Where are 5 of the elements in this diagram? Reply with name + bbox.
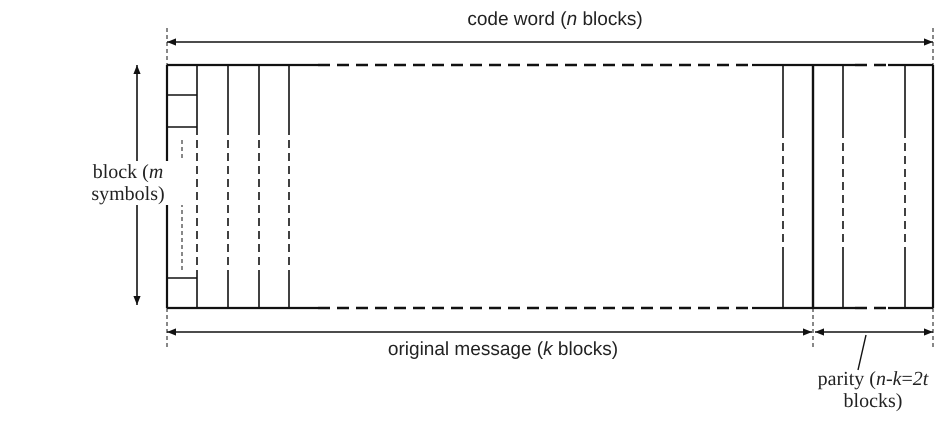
parity-label: parity (n-k=2t blocks) [798,368,940,412]
leader-line [857,334,867,370]
dimension-label: original message (k blocks) [388,339,618,361]
dimension-line [815,328,933,336]
dimension-label: code word (n blocks) [467,9,643,31]
